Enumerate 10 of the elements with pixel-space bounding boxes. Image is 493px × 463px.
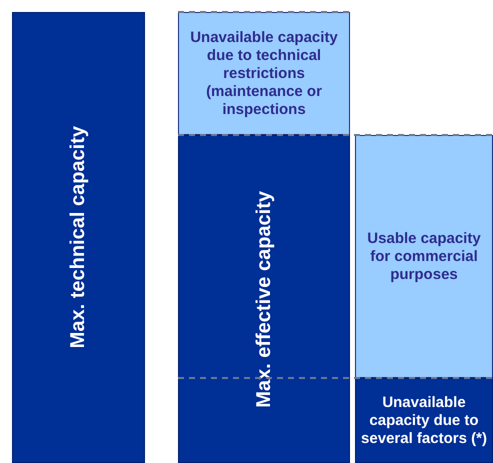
block-label: Unavailable capacity due to technical restrictions (maintenance or inspections (189, 28, 339, 118)
block-label: Max. technical capacity (67, 126, 90, 349)
block-label: Usable capacity for commercial purposes (366, 230, 482, 284)
capacity-block (355, 135, 493, 378)
capacity-bar (12, 12, 145, 463)
capacity-bar (178, 135, 350, 463)
capacity-block (355, 378, 493, 463)
block-label: Max. effective capacity (252, 190, 276, 408)
block-label: Unavailable capacity due to several factors (*) (360, 394, 488, 448)
capacity-block (178, 12, 350, 135)
